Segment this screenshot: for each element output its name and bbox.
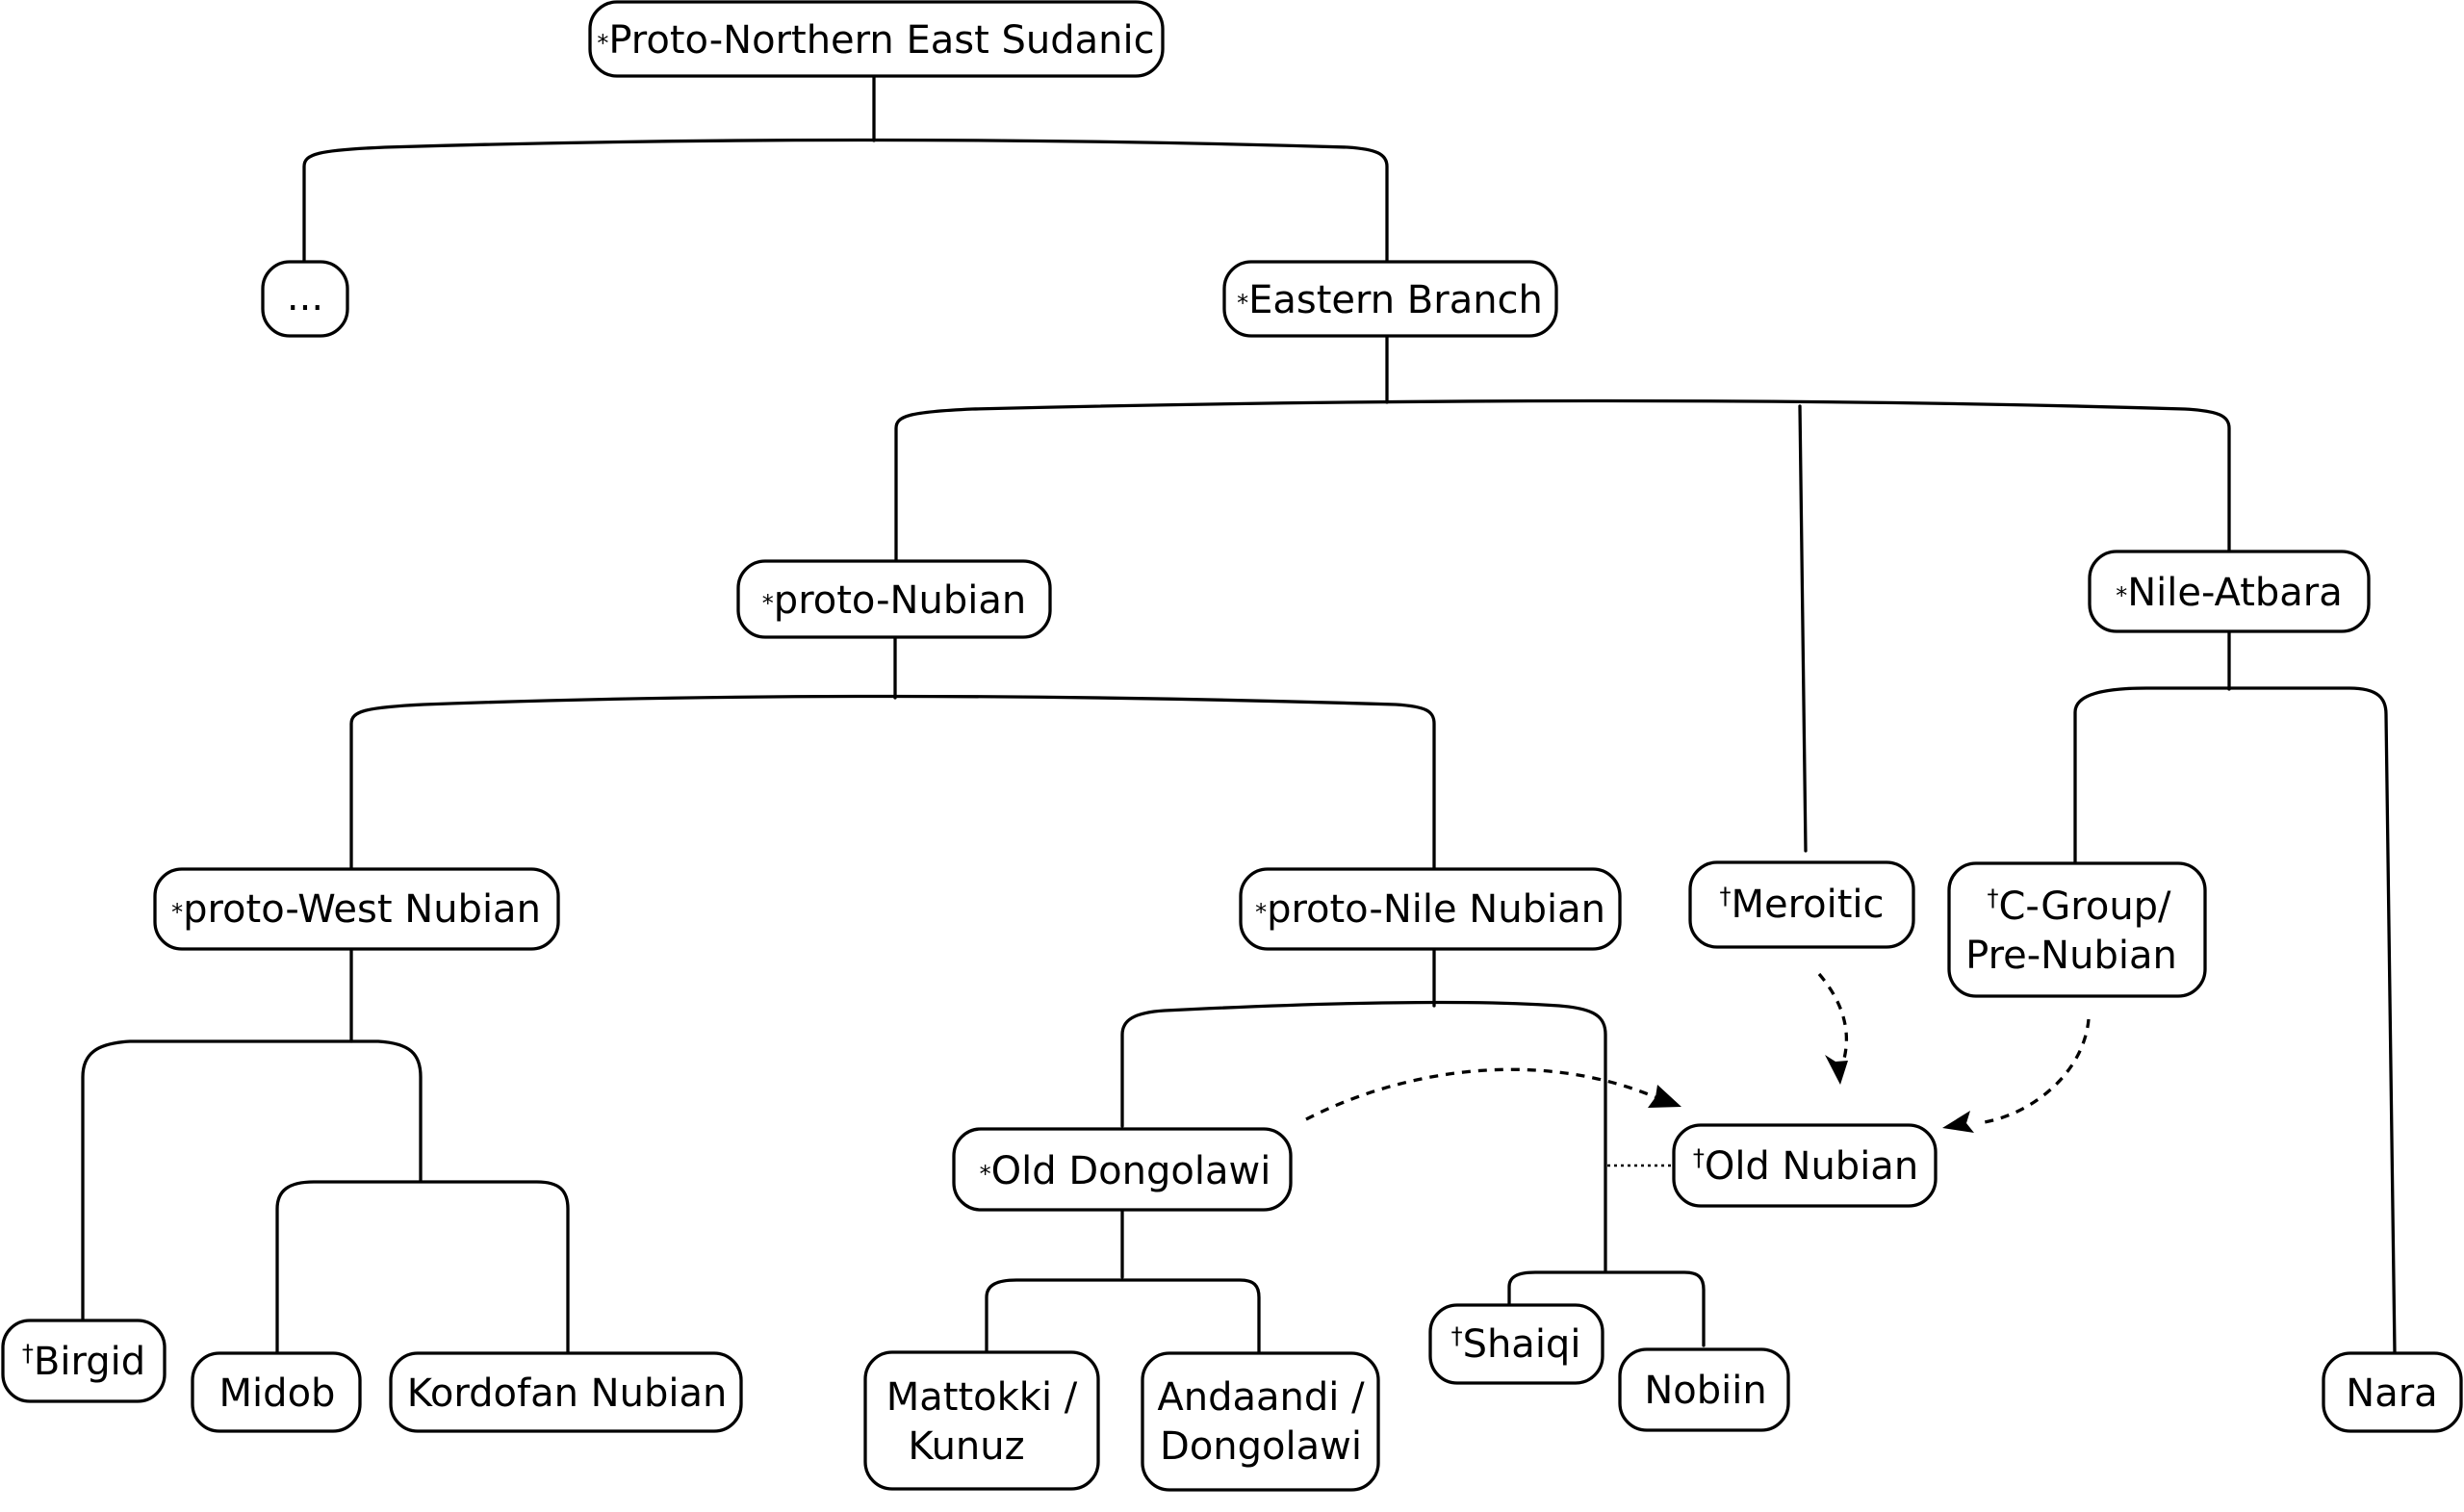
node-box	[1688, 860, 1915, 949]
node-birgid: †Birgid	[1, 1319, 167, 1403]
edge-proto-nile-nubian-bracket	[1120, 1000, 1607, 1272]
node-label: ...	[287, 275, 323, 320]
node-box	[2322, 1351, 2463, 1433]
edge-proto-nubian-bracket	[349, 694, 1436, 871]
node-box	[588, 0, 1165, 78]
node-ellipsis: ...	[261, 260, 349, 338]
node-label: *Nile-Atbara	[2116, 571, 2343, 615]
edge-eastern-bracket	[894, 398, 2231, 563]
node-box	[2088, 550, 2371, 633]
node-proto-northern-east-sudanic: *Proto-Northern East Sudanic	[588, 0, 1165, 78]
node-box	[389, 1351, 743, 1433]
edge-midob-kordofan-bracket	[275, 1180, 570, 1355]
node-meroitic: †Meroitic	[1688, 860, 1915, 949]
node-box	[863, 1350, 1100, 1491]
contact-arrows	[1305, 972, 2091, 1167]
node-shaiqi: †Shaiqi	[1428, 1303, 1604, 1385]
arrow-meroitic-to-old-nubian	[1817, 972, 1848, 1060]
node-label: Nobiin	[1644, 1369, 1766, 1413]
node-box	[261, 260, 349, 338]
node-nile-atbara: *Nile-Atbara	[2088, 550, 2371, 633]
node-nara: Nara	[2322, 1351, 2463, 1433]
node-label-line2: Kunuz	[908, 1424, 1024, 1469]
node-box	[153, 867, 560, 951]
edge-to-meroitic	[1798, 404, 1808, 853]
edge-root-bracket	[302, 138, 1389, 296]
node-andaandi-dongolawi: Andaandi / Dongolawi	[1141, 1351, 1380, 1492]
node-label-line2: Dongolawi	[1160, 1424, 1362, 1469]
node-box	[1947, 861, 2207, 998]
node-label: *proto-Nile Nubian	[1255, 887, 1605, 932]
node-old-nubian: †Old Nubian	[1672, 1123, 1938, 1208]
node-label: *proto-Nubian	[762, 578, 1026, 623]
node-box	[952, 1127, 1293, 1212]
node-label: †C-Group/	[1987, 884, 2171, 929]
node-label: †Birgid	[22, 1340, 145, 1384]
node-label: †Old Nubian	[1693, 1144, 1918, 1189]
node-box	[1, 1319, 167, 1403]
tree-edges	[81, 74, 2397, 1355]
node-label-line2: Pre-Nubian	[1965, 934, 2177, 978]
node-proto-nubian: *proto-Nubian	[736, 559, 1052, 639]
node-proto-west-nubian: *proto-West Nubian	[153, 867, 560, 951]
node-box	[736, 559, 1052, 639]
node-kordofan-nubian: Kordofan Nubian	[389, 1351, 743, 1433]
node-old-dongolawi: *Old Dongolawi	[952, 1127, 1293, 1212]
edge-proto-west-nubian-bracket	[81, 1039, 423, 1320]
node-box	[1618, 1347, 1790, 1432]
node-label: Mattokki /	[886, 1375, 1078, 1420]
node-box	[191, 1351, 362, 1433]
node-nobiin: Nobiin	[1618, 1347, 1790, 1432]
node-box	[1222, 260, 1558, 338]
node-box	[1672, 1123, 1938, 1208]
node-label: Midob	[219, 1371, 336, 1416]
node-label: *Eastern Branch	[1237, 278, 1543, 322]
node-box	[1141, 1351, 1380, 1492]
node-label: Nara	[2346, 1371, 2437, 1416]
edge-shaiqi-nobiin-bracket	[1507, 1270, 1706, 1347]
node-eastern-branch: *Eastern Branch	[1222, 260, 1558, 338]
node-midob: Midob	[191, 1351, 362, 1433]
edge-nile-atbara-bracket	[2073, 686, 2397, 1355]
arrow-c-group-to-old-nubian	[1977, 1018, 2091, 1125]
node-label: †Shaiqi	[1451, 1322, 1581, 1367]
node-label: Andaandi /	[1157, 1375, 1365, 1420]
node-box	[1239, 867, 1622, 951]
node-proto-nile-nubian: *proto-Nile Nubian	[1239, 867, 1622, 951]
node-label: *Old Dongolawi	[980, 1149, 1271, 1193]
node-label: *Proto-Northern East Sudanic	[597, 18, 1154, 63]
node-mattokki-kunuz: Mattokki / Kunuz	[863, 1350, 1100, 1491]
node-c-group-pre-nubian: †C-Group/ Pre-Nubian	[1947, 861, 2207, 998]
edge-old-dongolawi-bracket	[985, 1278, 1261, 1354]
node-label: Kordofan Nubian	[407, 1371, 728, 1416]
arrowhead-meroitic	[1825, 1055, 1848, 1085]
arrowhead-c-group	[1942, 1111, 1974, 1133]
node-label: †Meroitic	[1719, 883, 1884, 927]
arrow-old-dongolawi-to-old-nubian	[1305, 1067, 1656, 1121]
node-box	[1428, 1303, 1604, 1385]
node-label: *proto-West Nubian	[171, 887, 541, 932]
arrowhead-old-dongolawi	[1648, 1085, 1681, 1108]
